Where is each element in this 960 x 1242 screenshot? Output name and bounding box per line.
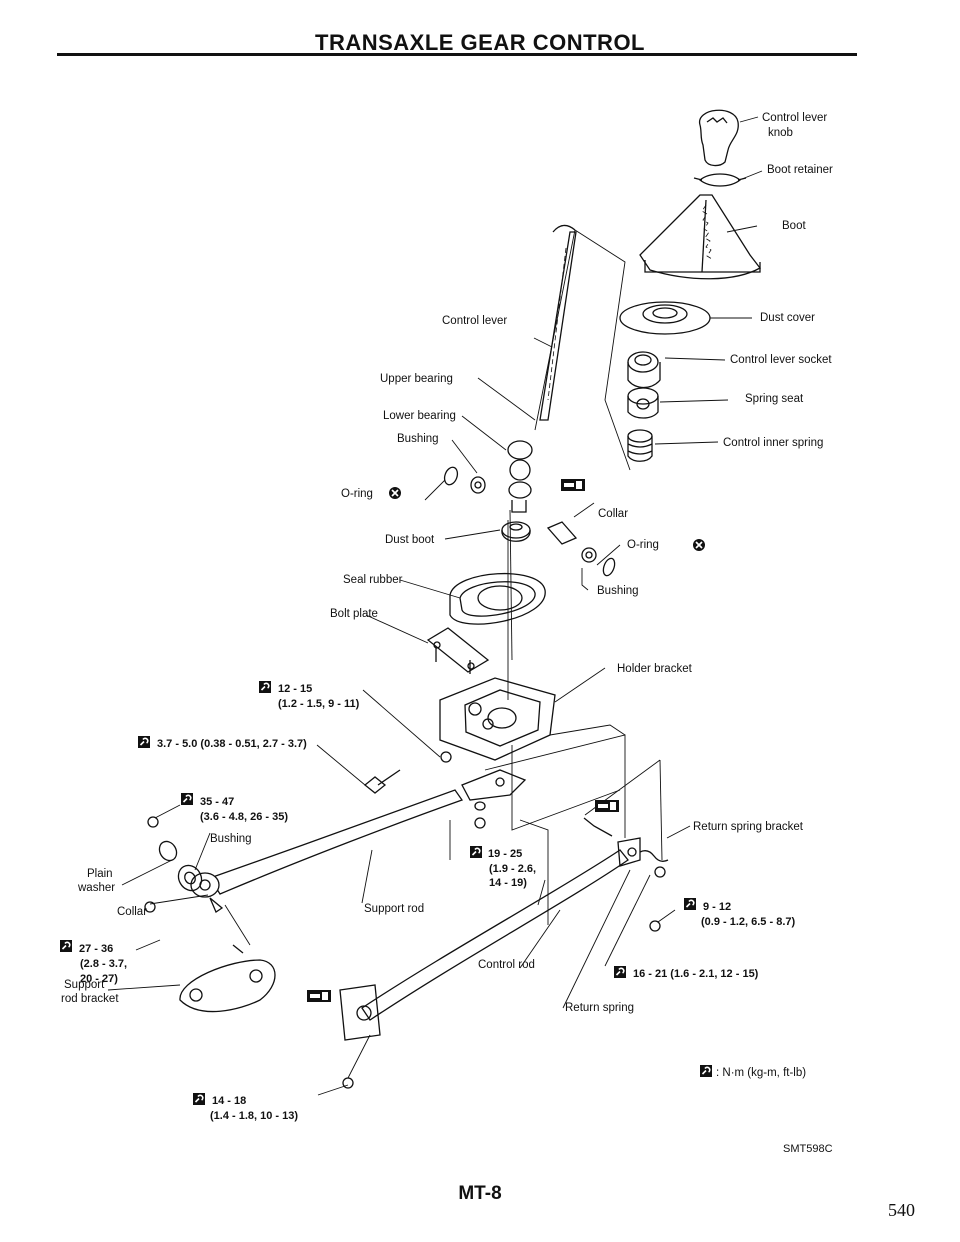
torque-t1-line2: (1.2 - 1.5, 9 - 11) (278, 698, 360, 710)
torque-t6-line1: 9 - 12 (703, 901, 731, 913)
control-rod (339, 849, 629, 1089)
control-inner-spring (627, 429, 653, 462)
label-collar-left: Collar (117, 906, 147, 918)
torque-t1-line1: 12 - 15 (278, 683, 312, 695)
torque-wrench-icon (180, 792, 194, 806)
torque-t8-line2: (1.4 - 1.8, 10 - 13) (210, 1110, 298, 1122)
rod-bracket-plate (461, 769, 527, 829)
control-lever (507, 224, 577, 513)
label-bolt-plate: Bolt plate (330, 608, 378, 620)
torque-t8-line1: 14 - 18 (212, 1095, 246, 1107)
holder-bracket (439, 677, 556, 761)
torque-wrench-icon (469, 845, 483, 859)
torque-t3-line2: (3.6 - 4.8, 26 - 35) (200, 811, 288, 823)
label-control-lever-knob-2: knob (768, 127, 793, 139)
control-lever-knob (699, 109, 739, 167)
label-bushing-upper: Bushing (397, 433, 439, 445)
torque-wrench-icon (258, 680, 272, 694)
label-support-rod: Support rod (364, 903, 424, 915)
label-boot: Boot (782, 220, 806, 232)
page-footer: MT-8 (458, 1183, 502, 1204)
label-spring-seat: Spring seat (745, 393, 804, 405)
label-control-lever-socket: Control lever socket (730, 354, 832, 366)
support-rod (190, 789, 464, 898)
leader-lines (107, 116, 763, 1096)
torque-legend: : N·m (kg-m, ft-lb) (716, 1067, 806, 1079)
torque-t5-line3: 20 - 27) (80, 973, 118, 985)
torque-t2-line1: 3.7 - 5.0 (0.38 - 0.51, 2.7 - 3.7) (157, 738, 307, 750)
label-plain-washer-2: washer (77, 882, 115, 894)
label-return-spring: Return spring (565, 1002, 634, 1014)
label-collar-upper: Collar (598, 508, 628, 520)
label-return-spring-bracket: Return spring bracket (693, 821, 804, 833)
torque-wrench-icon (137, 735, 151, 749)
label-boot-retainer: Boot retainer (767, 164, 833, 176)
grease-icon (307, 479, 619, 1002)
collar-bushing-right (546, 521, 616, 577)
part-labels: Control lever knob Boot retainer Boot Co… (61, 112, 833, 1014)
label-dust-cover: Dust cover (760, 312, 815, 324)
torque-t5-line1: 27 - 36 (79, 943, 113, 955)
label-support-rod-bracket-2: rod bracket (61, 993, 119, 1005)
torque-t4-line2: (1.9 - 2.6, (489, 863, 536, 875)
label-holder-bracket: Holder bracket (617, 663, 693, 675)
label-dust-boot: Dust boot (385, 534, 435, 546)
torque-wrench-icon (59, 939, 73, 953)
control-lever-socket (627, 351, 661, 389)
figure-code: SMT598C (783, 1143, 833, 1155)
label-control-lever: Control lever (442, 315, 507, 327)
label-support-rod-bracket-1: Support (64, 979, 105, 991)
dust-boot (501, 521, 531, 542)
torque-specs: 12 - 15 (1.2 - 1.5, 9 - 11) 3.7 - 5.0 (0… (59, 680, 806, 1122)
boot (639, 194, 761, 280)
holder-bolts (363, 751, 452, 794)
page-number: 540 (888, 1200, 915, 1220)
return-spring-bracket (583, 817, 669, 932)
label-upper-bearing: Upper bearing (380, 373, 453, 385)
label-control-rod: Control rod (478, 959, 535, 971)
assembly-lines (224, 229, 663, 1079)
label-bushing-right: Bushing (597, 585, 639, 597)
label-plain-washer-1: Plain (87, 868, 113, 880)
boot-retainer (693, 173, 747, 187)
label-control-inner-spring: Control inner spring (723, 437, 823, 449)
page-title: TRANSAXLE GEAR CONTROL (315, 30, 645, 55)
torque-wrench-icon (192, 1092, 206, 1106)
torque-t7-line1: 16 - 21 (1.6 - 2.1, 12 - 15) (633, 968, 759, 980)
torque-t3-line1: 35 - 47 (200, 796, 234, 808)
label-o-ring-right: O-ring (627, 539, 659, 551)
label-control-lever-knob-1: Control lever (762, 112, 827, 124)
torque-t4-line3: 14 - 19) (489, 877, 527, 889)
spring-seat (627, 387, 659, 419)
label-o-ring-left: O-ring (341, 488, 373, 500)
seal-rubber (449, 573, 546, 625)
torque-wrench-icon (683, 897, 697, 911)
torque-t4-line1: 19 - 25 (488, 848, 522, 860)
dust-cover (619, 301, 711, 335)
title-rule (57, 53, 857, 56)
support-rod-bracket (179, 944, 276, 1013)
torque-wrench-icon (613, 965, 627, 979)
left-hardware (144, 816, 224, 913)
label-bushing-left: Bushing (210, 833, 252, 845)
bolt-plate (426, 627, 490, 674)
torque-wrench-icon (699, 1064, 713, 1078)
label-seal-rubber: Seal rubber (343, 574, 403, 586)
lever-bushing (443, 466, 486, 494)
torque-t5-line2: (2.8 - 3.7, (80, 958, 127, 970)
torque-t6-line2: (0.9 - 1.2, 6.5 - 8.7) (701, 916, 795, 928)
label-lower-bearing: Lower bearing (383, 410, 456, 422)
